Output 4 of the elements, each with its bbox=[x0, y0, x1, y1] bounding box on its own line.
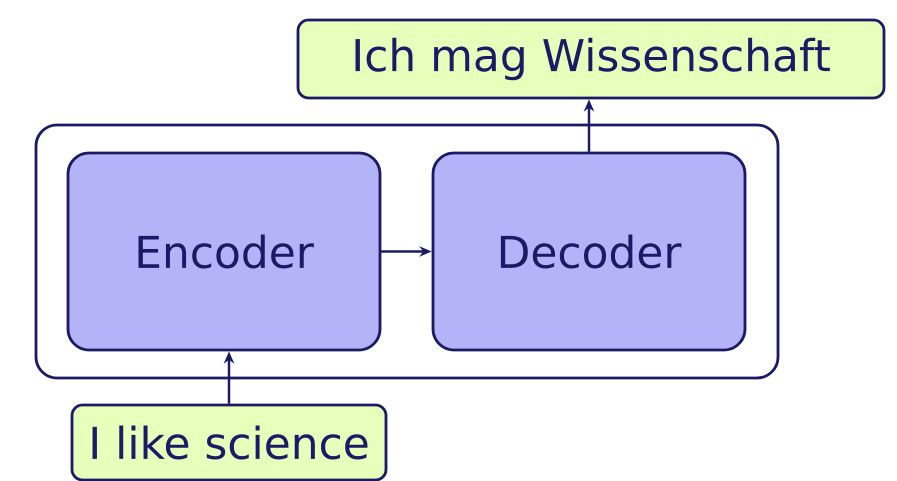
output-box: Ich mag Wissenschaft bbox=[296, 18, 886, 100]
encoder-box: Encoder bbox=[66, 152, 382, 352]
input-box: I like science bbox=[70, 404, 388, 481]
decoder-box: Decoder bbox=[432, 152, 746, 352]
